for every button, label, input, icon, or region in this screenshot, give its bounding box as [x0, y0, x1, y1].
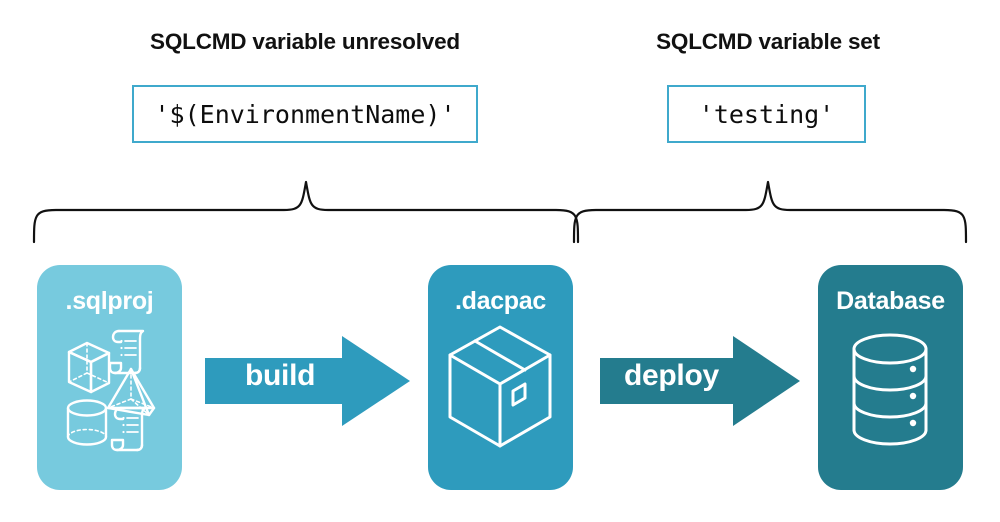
brace-right [572, 180, 968, 244]
scroll-icon-top [108, 329, 145, 375]
node-dacpac: .dacpac [428, 265, 573, 490]
sqlproj-artwork [66, 329, 156, 452]
brace-left [32, 180, 580, 244]
deploy-arrow-shape [600, 336, 800, 426]
value-box-environment-name: '$(EnvironmentName)' [132, 85, 478, 143]
scroll-icon-bottom [110, 406, 147, 452]
cube-icon [67, 341, 111, 394]
database-artwork [852, 333, 928, 446]
node-sqlproj: .sqlproj [37, 265, 182, 490]
node-dacpac-label: .dacpac [454, 287, 546, 315]
arrow-deploy-label: deploy [624, 359, 719, 392]
database-cylinder-icon [852, 333, 928, 446]
dacpac-artwork [448, 325, 552, 448]
build-arrow-shape [205, 336, 410, 426]
node-sqlproj-label: .sqlproj [65, 287, 154, 315]
arrow-build: build [205, 336, 410, 431]
node-database: Database [818, 265, 963, 490]
node-database-label: Database [836, 287, 945, 315]
cylinder-icon [66, 399, 108, 446]
package-box-icon [448, 325, 552, 448]
arrow-build-label: build [245, 359, 316, 392]
group-heading-set: SQLCMD variable set [656, 29, 880, 54]
value-box-testing: 'testing' [667, 85, 866, 143]
group-heading-unresolved: SQLCMD variable unresolved [150, 29, 460, 54]
arrow-deploy: deploy [600, 336, 800, 431]
